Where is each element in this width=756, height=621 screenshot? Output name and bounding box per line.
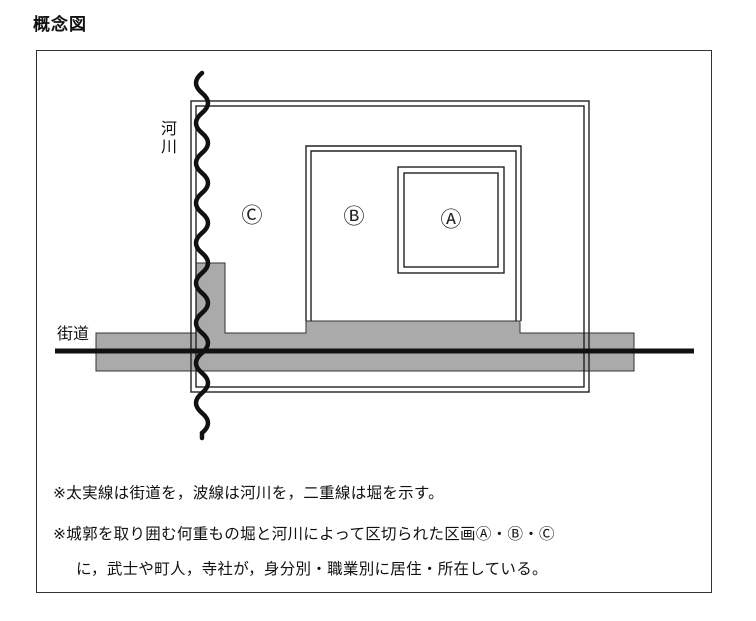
zone-a-label: Ⓐ xyxy=(440,207,462,232)
diagram-frame xyxy=(36,50,712,593)
river-label: 河川 xyxy=(160,119,177,156)
note-line-3: に，武士や町人，寺社が，身分別・職業別に居住・所在している。 xyxy=(76,560,548,578)
page-title: 概念図 xyxy=(33,15,87,35)
middle-moat-outer xyxy=(305,145,522,321)
street-band xyxy=(95,262,635,372)
zone-b-label: Ⓑ xyxy=(343,204,365,229)
inner-moat-outer xyxy=(397,166,505,274)
outer-moat-outer xyxy=(190,100,590,393)
zone-c-label: Ⓒ xyxy=(241,203,263,228)
middle-moat-inner xyxy=(310,150,517,321)
river-line xyxy=(193,70,211,441)
inner-moat-inner xyxy=(403,172,499,268)
note-line-1: ※太実線は街道を，波線は河川を，二重線は堀を示す。 xyxy=(53,484,444,502)
street-label: 街道 xyxy=(57,324,90,343)
note-line-2: ※城郭を取り囲む何重もの堀と河川によって区切られた区画Ⓐ・Ⓑ・Ⓒ xyxy=(53,525,555,543)
